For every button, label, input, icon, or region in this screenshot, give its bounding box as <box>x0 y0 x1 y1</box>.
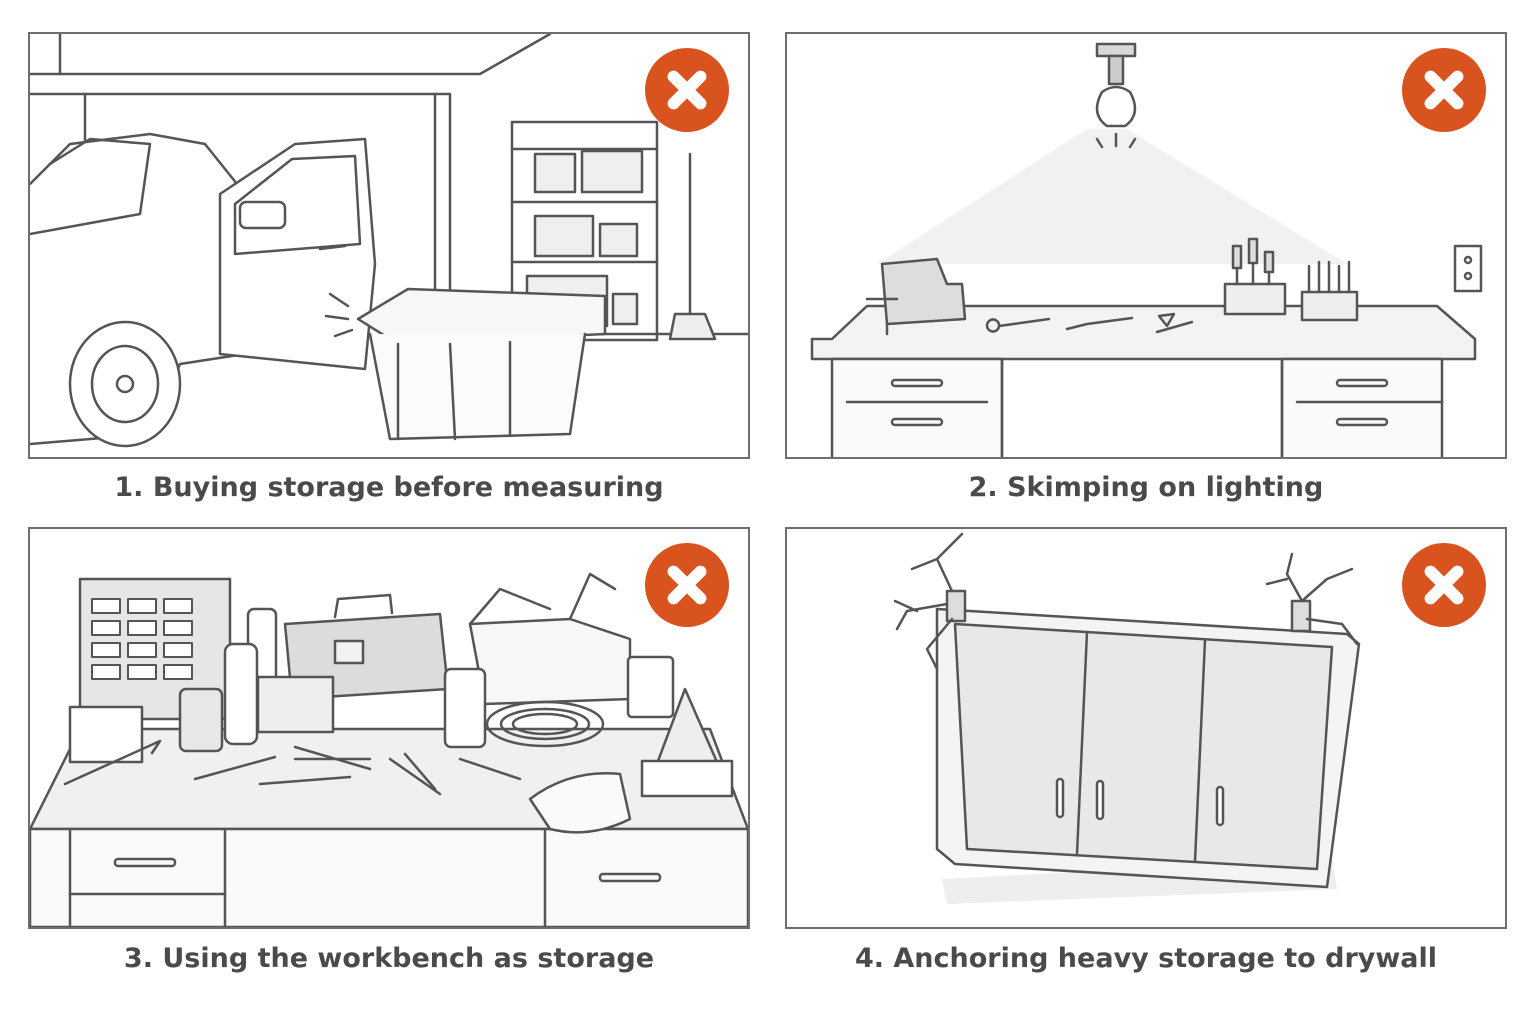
x-mark-icon <box>1402 48 1486 132</box>
garage-car-storage-illustration <box>30 34 748 448</box>
panel-3-illustration <box>28 527 750 929</box>
dim-workbench-illustration <box>810 42 1483 457</box>
panel-4-caption: 4. Anchoring heavy storage to drywall <box>854 943 1438 974</box>
panel-4-illustration <box>785 527 1507 929</box>
cabinet-on-drywall-illustration <box>893 532 1361 904</box>
panel-2-illustration <box>785 32 1507 459</box>
x-mark-icon <box>1402 543 1486 627</box>
x-mark-icon <box>645 543 729 627</box>
panel-3-caption: 3. Using the workbench as storage <box>123 943 655 974</box>
cluttered-workbench-illustration <box>30 572 748 927</box>
panel-1-caption: 1. Buying storage before measuring <box>114 472 664 503</box>
panel-2-caption: 2. Skimping on lighting <box>968 472 1324 503</box>
panel-1-illustration <box>28 32 750 459</box>
x-mark-icon <box>645 48 729 132</box>
